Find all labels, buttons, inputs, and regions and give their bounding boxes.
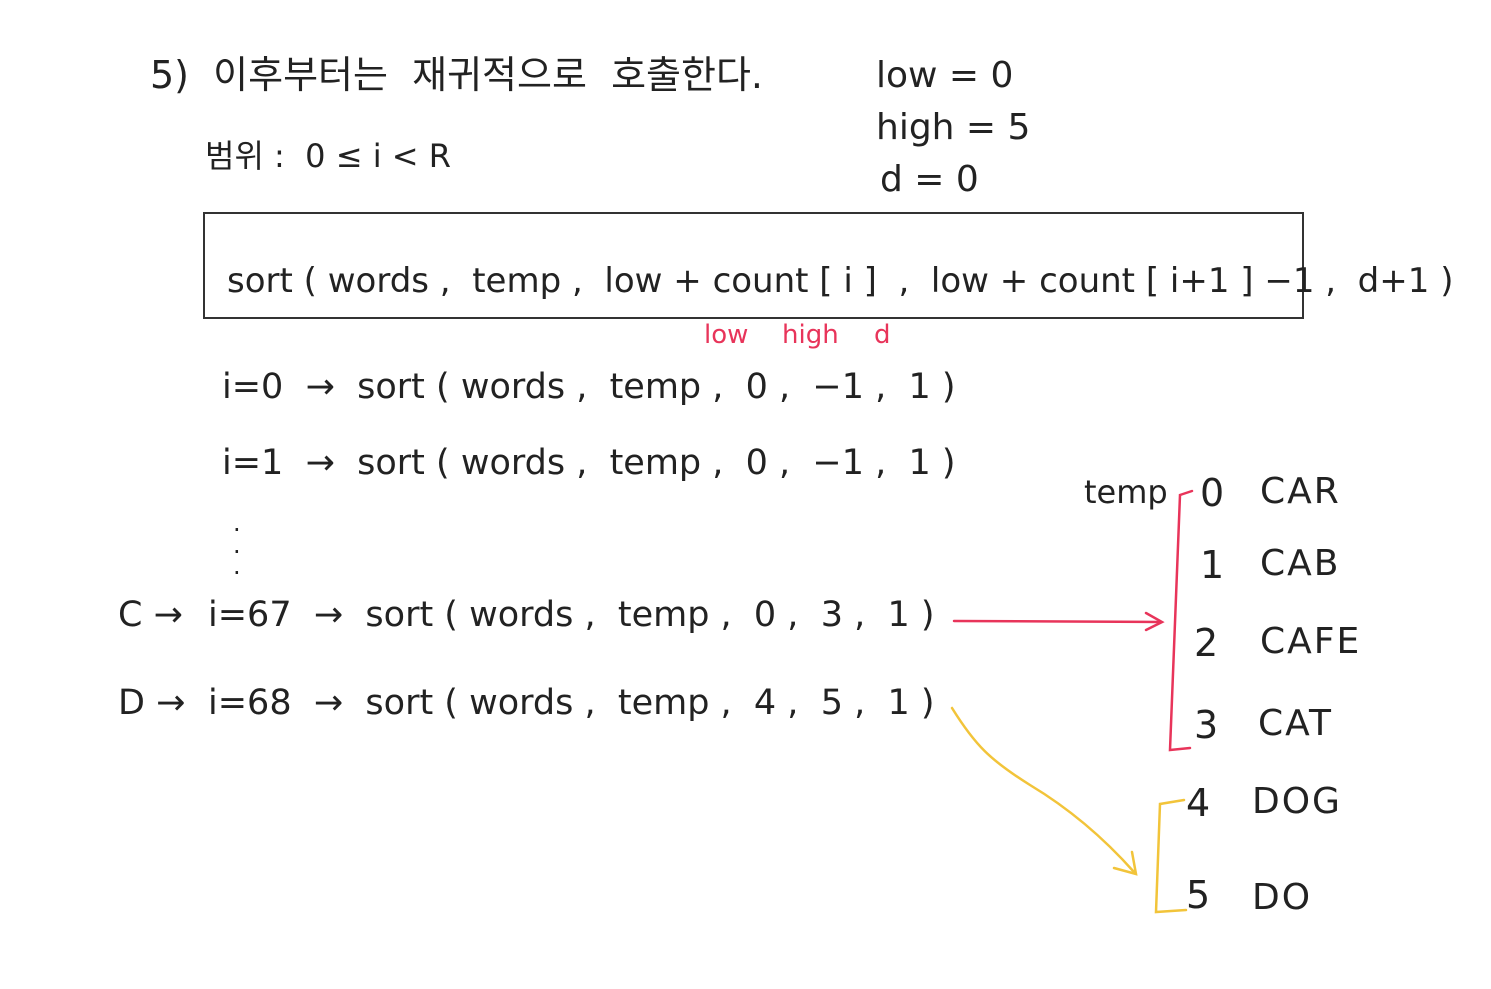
temp-index-3: 3 [1194,703,1219,747]
formula-box: sort ( words , temp , low + count [ i ] … [203,212,1453,319]
call-i1: i=1 → sort ( words , temp , 0 , −1 , 1 ) [222,443,956,483]
temp-word-4: DOG [1252,781,1342,822]
param-low: low = 0 [876,55,1014,96]
call-i68: i=68 → sort ( words , temp , 4 , 5 , 1 ) [208,683,935,723]
temp-word-3: CAT [1258,703,1333,744]
annotation-low: low [704,320,749,350]
temp-word-2: CAFE [1260,621,1362,662]
page-title: 5) 이후부터는 재귀적으로 호출한다. [150,53,763,97]
call-d-prefix: D → [118,683,186,723]
temp-index-4: 4 [1186,781,1211,825]
d-arrow [950,706,1138,876]
annotation-high: high [782,320,839,350]
call-c-prefix: C → [118,595,183,635]
temp-index-0: 0 [1200,471,1225,515]
call-i67: i=67 → sort ( words , temp , 0 , 3 , 1 ) [208,595,935,635]
range-condition: 범위 : 0 ≤ i < R [205,137,451,175]
recursive-call-formula: sort ( words , temp , low + count [ i ] … [227,261,1454,301]
param-d: d = 0 [880,159,979,200]
temp-label: temp [1084,473,1168,511]
d-bracket [1154,798,1188,914]
temp-word-5: DO [1252,877,1313,918]
temp-index-5: 5 [1186,873,1211,917]
temp-index-1: 1 [1200,543,1225,587]
annotation-d: d [874,320,891,350]
temp-index-2: 2 [1194,621,1219,665]
c-bracket [1168,489,1194,752]
param-high: high = 5 [876,107,1031,148]
temp-word-0: CAR [1260,471,1341,512]
call-i0: i=0 → sort ( words , temp , 0 , −1 , 1 ) [222,367,956,407]
ellipsis: · · · [233,516,241,588]
temp-word-1: CAB [1260,543,1341,584]
c-arrow [952,611,1165,632]
